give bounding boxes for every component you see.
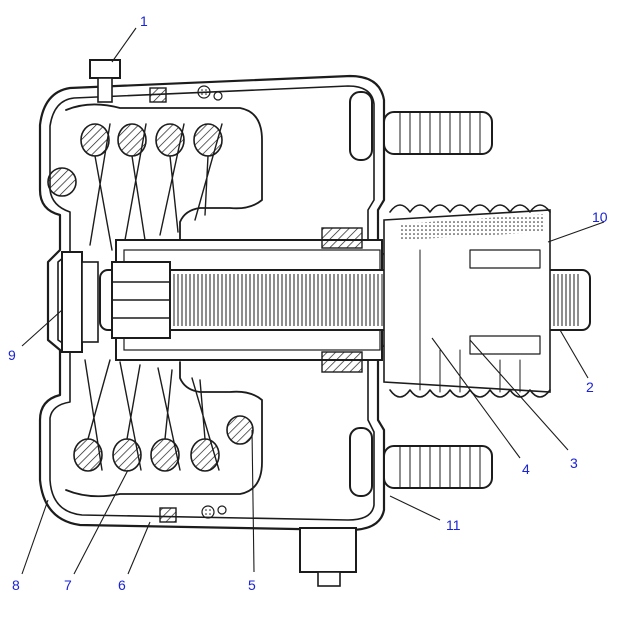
callout-10: 10 xyxy=(592,209,608,225)
bottom-port xyxy=(299,527,357,587)
mounting-stud-lower xyxy=(349,427,493,497)
callout-9: 9 xyxy=(8,347,16,363)
breather-screw xyxy=(89,59,121,103)
callout-1: 1 xyxy=(140,13,148,29)
callout-4: 4 xyxy=(522,461,530,477)
dust-boot xyxy=(383,204,551,398)
callout-5: 5 xyxy=(248,577,256,593)
piston-seal xyxy=(149,85,227,523)
spring-coils-lower xyxy=(73,359,254,472)
callout-labels: 1 2 3 4 5 6 7 8 9 10 11 xyxy=(8,13,608,593)
rod-seal xyxy=(321,227,363,373)
nut-left xyxy=(111,261,171,339)
mounting-stud-upper xyxy=(349,91,493,161)
callout-8: 8 xyxy=(12,577,20,593)
housing xyxy=(38,74,386,532)
spring-piston xyxy=(65,103,263,498)
callout-7: 7 xyxy=(64,577,72,593)
callout-3: 3 xyxy=(570,455,578,471)
callout-11: 11 xyxy=(446,517,461,533)
callout-6: 6 xyxy=(118,577,126,593)
callout-2: 2 xyxy=(586,379,594,395)
end-cap xyxy=(61,251,99,353)
leader-lines xyxy=(21,27,605,575)
spring-coils-upper xyxy=(47,123,223,251)
